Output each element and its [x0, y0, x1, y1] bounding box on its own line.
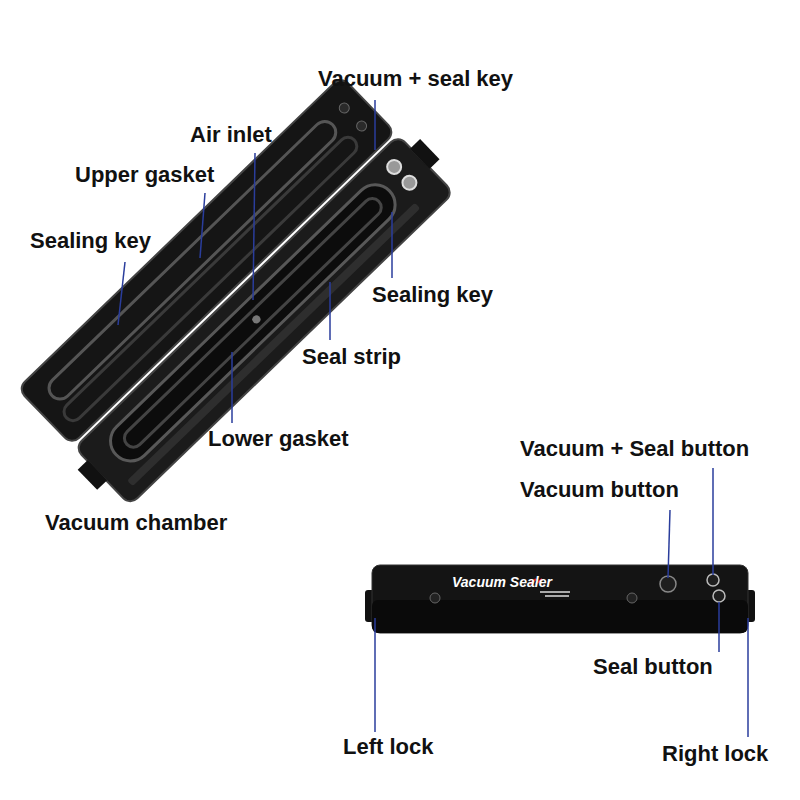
brand-logo: Vacuum Sealer	[452, 575, 552, 590]
part-label: Lower gasket	[208, 426, 349, 452]
part-label: Vacuum button	[520, 477, 679, 503]
part-label: Upper gasket	[75, 162, 214, 188]
part-label: Vacuum + seal key	[318, 66, 513, 92]
part-label: Sealing key	[30, 228, 151, 254]
part-label: Seal strip	[302, 344, 401, 370]
part-label: Right lock	[662, 741, 768, 767]
part-label: Vacuum chamber	[45, 510, 227, 536]
part-label: Air inlet	[190, 122, 272, 148]
part-label: Left lock	[343, 734, 433, 760]
part-label: Vacuum + Seal button	[520, 436, 749, 462]
part-label: Sealing key	[372, 282, 493, 308]
closed-sealer	[365, 565, 755, 633]
part-label: Seal button	[593, 654, 713, 680]
leader-lines	[118, 100, 748, 737]
